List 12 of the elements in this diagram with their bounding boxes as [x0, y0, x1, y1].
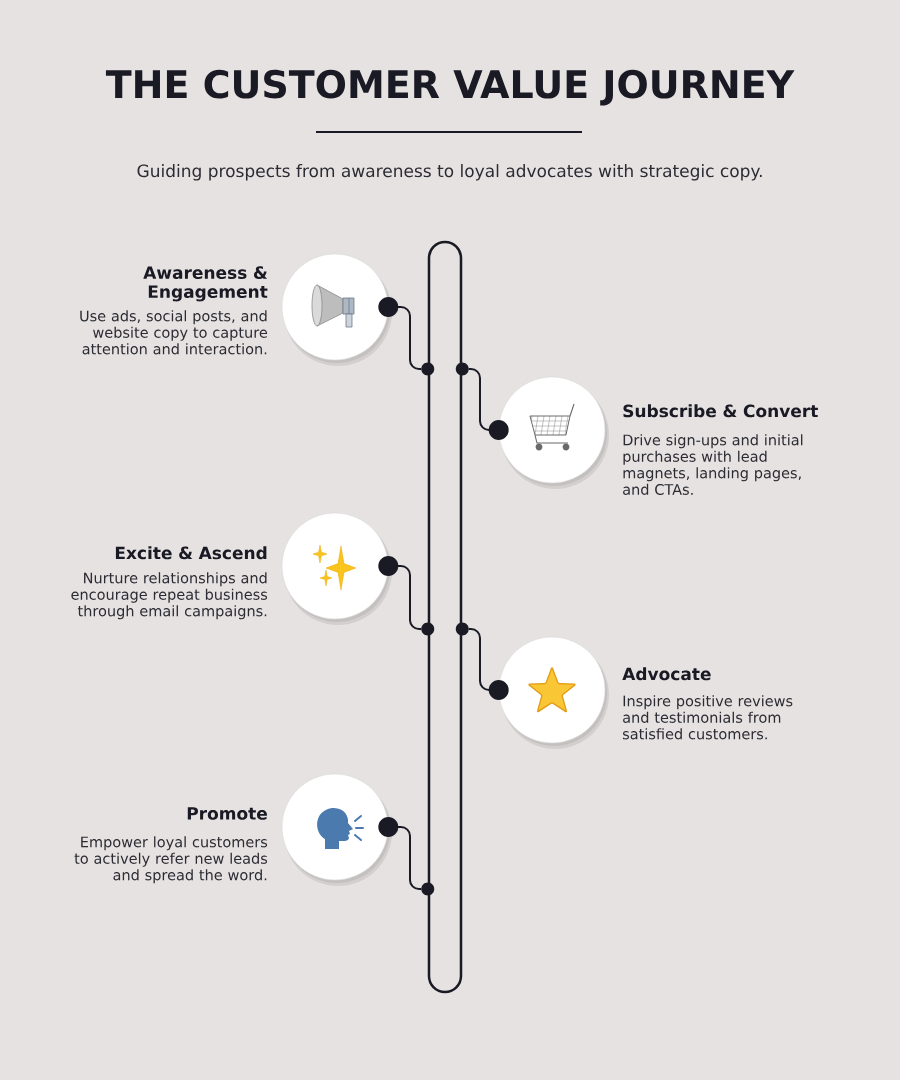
step-description: Empower loyal customers to actively refer new leads and spread the word.	[74, 836, 268, 884]
subtitle: Guiding prospects from awareness to loyal advocates with strategic copy.	[137, 164, 762, 181]
step-description: Use ads, social posts, and website copy to capture attention and interaction.	[80, 310, 268, 355]
step-heading: Advocate	[622, 667, 711, 681]
step-heading: Promote	[187, 807, 267, 820]
step-heading: Awareness & Engagement	[143, 266, 268, 302]
step-description: Drive sign-ups and initial purchases with lead magnets, landing pages, and CTAs.	[623, 434, 803, 495]
step-description: Nurture relationships and encourage repeat business through email campaigns.	[71, 572, 268, 620]
title: THE CUSTOMER VALUE JOURNEY	[105, 69, 795, 106]
step-heading: Subscribe & Convert	[623, 404, 818, 418]
step-description: Inspire positive reviews and testimonials from satisfied customers.	[623, 695, 793, 740]
step-heading: Excite & Ascend	[115, 546, 267, 560]
